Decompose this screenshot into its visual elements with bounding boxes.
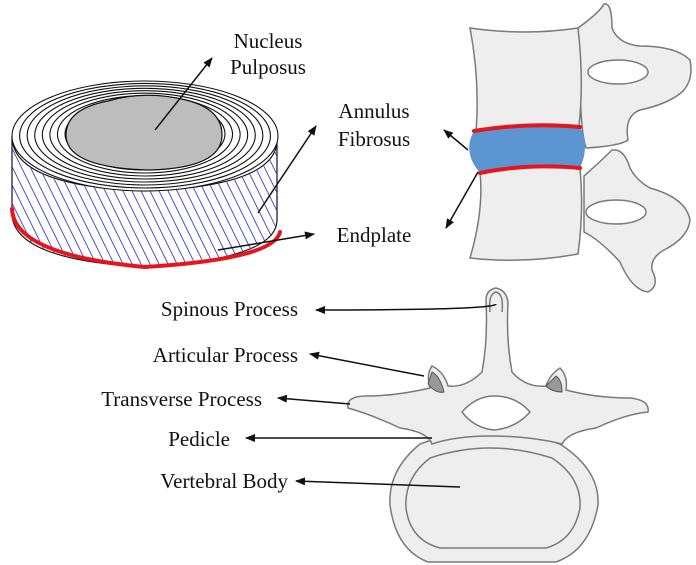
hatch-line xyxy=(345,130,415,272)
axial-vertebra-illustration xyxy=(348,288,648,562)
label-vertebral-body: Vertebral Body xyxy=(160,469,288,493)
arrow-articular xyxy=(310,354,424,376)
hatch-line xyxy=(327,130,397,272)
label-articular-process: Articular Process xyxy=(153,343,298,367)
axial-vertebral-body xyxy=(390,431,598,562)
arrow-transverse xyxy=(278,398,350,404)
hatch-line xyxy=(336,130,406,272)
label-nucleus-line2: Pulposus xyxy=(230,55,306,79)
lower-foramen xyxy=(586,200,646,224)
label-nucleus-line1: Nucleus xyxy=(234,29,303,53)
hatch-line xyxy=(309,130,379,272)
hatch-line xyxy=(0,130,10,272)
arrow-spinous xyxy=(316,304,496,310)
arrow-annulus-spine xyxy=(444,130,468,150)
upper-foramen xyxy=(588,60,648,84)
label-pedicle: Pedicle xyxy=(168,427,230,451)
lateral-spine-illustration xyxy=(469,4,691,292)
hatch-line xyxy=(354,130,424,272)
hatch-line xyxy=(318,130,388,272)
hatch-line xyxy=(273,130,343,272)
label-spinous-process: Spinous Process xyxy=(161,297,298,321)
nucleus-pulposus-shape xyxy=(66,95,222,170)
lower-vertebral-body xyxy=(470,167,582,261)
hatch-line xyxy=(0,130,1,272)
hatch-line xyxy=(282,130,352,272)
upper-vertebral-body xyxy=(470,28,581,132)
label-annulus-line2: Fibrosus xyxy=(338,127,410,151)
hatch-line xyxy=(300,130,370,272)
label-endplate: Endplate xyxy=(337,223,412,247)
hatch-line xyxy=(291,130,361,272)
arrow-endplate-spine xyxy=(446,172,478,228)
hatch-line xyxy=(363,130,433,272)
label-annulus-line1: Annulus xyxy=(338,99,409,123)
label-transverse-process: Transverse Process xyxy=(101,387,262,411)
